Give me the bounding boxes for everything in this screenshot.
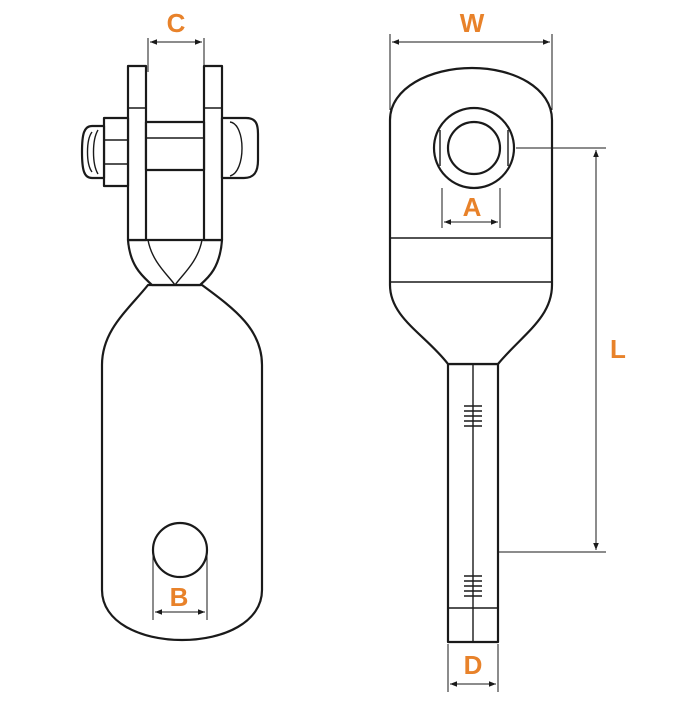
dimension-l: L xyxy=(498,147,626,553)
label-d: D xyxy=(464,650,483,680)
label-c: C xyxy=(167,8,186,38)
hole-b xyxy=(151,521,209,579)
clevis-arm-left xyxy=(126,64,148,242)
label-l: L xyxy=(610,334,626,364)
clevis-arm-right xyxy=(202,64,224,242)
dimension-d: D xyxy=(447,644,499,692)
clevis-pin xyxy=(144,120,206,172)
knurl-lower xyxy=(464,575,482,597)
dimension-w: W xyxy=(389,8,553,110)
side-view-neck xyxy=(126,238,224,287)
side-view xyxy=(80,64,264,642)
label-w: W xyxy=(460,8,485,38)
eye-pin xyxy=(446,120,502,176)
label-b: B xyxy=(170,582,189,612)
knurl-upper xyxy=(464,405,482,427)
dimension-c: C xyxy=(147,8,205,72)
dimension-a: A xyxy=(441,188,501,228)
side-view-plate xyxy=(100,283,264,642)
nut xyxy=(102,116,130,188)
dimension-b: B xyxy=(152,552,208,620)
front-view xyxy=(388,66,554,644)
bolt-head xyxy=(220,116,260,180)
label-a: A xyxy=(463,192,482,222)
